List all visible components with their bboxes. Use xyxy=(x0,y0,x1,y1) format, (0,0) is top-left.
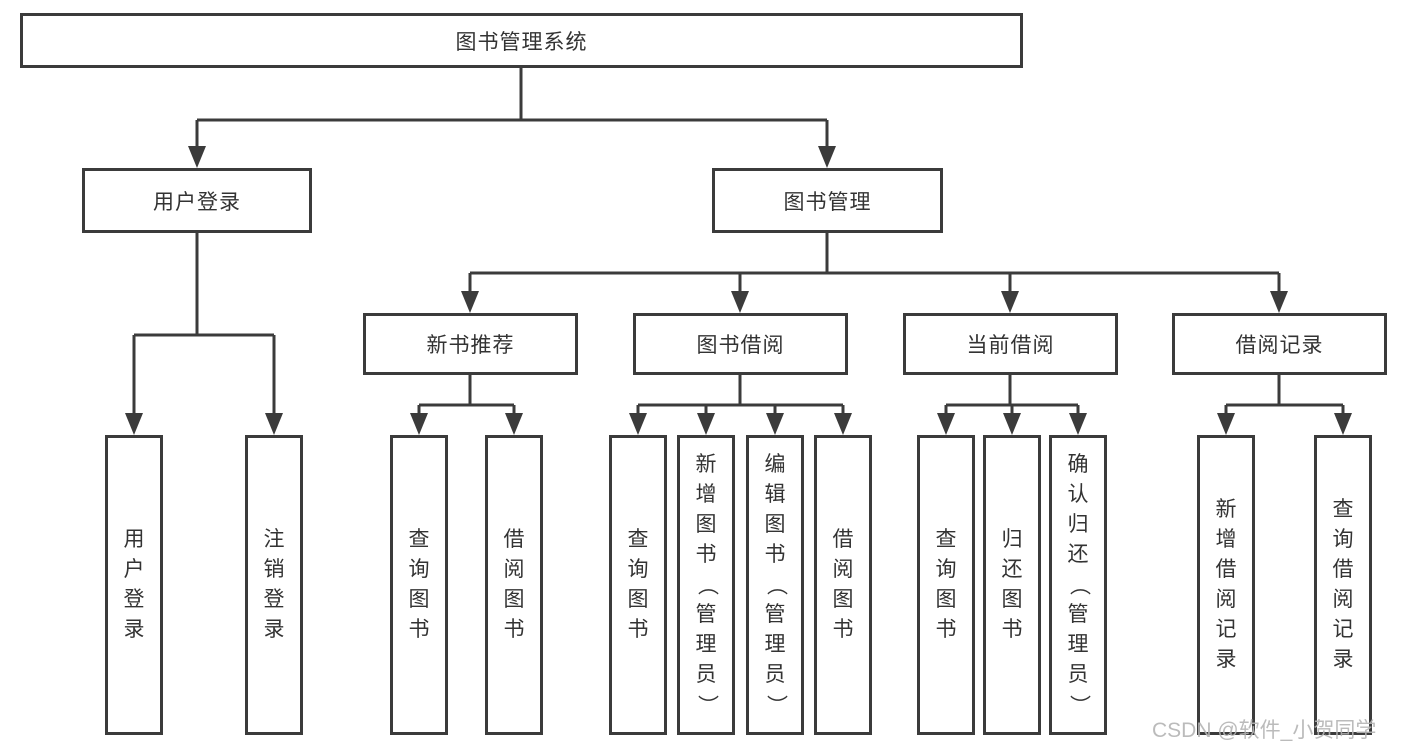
leaf-logout: 注销登录 xyxy=(245,435,303,735)
node-user-login: 用户登录 xyxy=(82,168,312,233)
node-new-book-recommend-label: 新书推荐 xyxy=(426,334,515,357)
leaf-borrow-edit-books-admin: 编辑图书（管理员） xyxy=(746,435,804,735)
leaf-borrow-add-books-admin: 新增图书（管理员） xyxy=(677,435,735,735)
leaf-user-login: 用户登录 xyxy=(105,435,163,735)
node-book-borrow-label: 图书借阅 xyxy=(696,334,785,357)
node-new-book-recommend: 新书推荐 xyxy=(363,313,578,375)
node-user-login-label: 用户登录 xyxy=(153,190,241,214)
node-root-label: 图书管理系统 xyxy=(455,30,588,54)
leaf-current-query-books: 查询图书 xyxy=(917,435,975,735)
node-current-borrow-label: 当前借阅 xyxy=(966,334,1055,357)
leaf-newrec-query-books: 查询图书 xyxy=(390,435,448,735)
leaf-newrec-borrow-books: 借阅图书 xyxy=(485,435,543,735)
node-current-borrow: 当前借阅 xyxy=(903,313,1118,375)
leaf-current-return-books: 归还图书 xyxy=(983,435,1041,735)
leaf-borrow-borrow-books: 借阅图书 xyxy=(814,435,872,735)
leaf-borrow-query-books: 查询图书 xyxy=(609,435,667,735)
node-book-management: 图书管理 xyxy=(712,168,943,233)
node-book-management-label: 图书管理 xyxy=(783,190,872,214)
csdn-watermark: CSDN @软件_小贺同学 xyxy=(1152,719,1377,742)
node-borrow-records: 借阅记录 xyxy=(1172,313,1387,375)
node-book-borrow: 图书借阅 xyxy=(633,313,848,375)
leaf-records-add-record: 新增借阅记录 xyxy=(1197,435,1255,735)
node-borrow-records-label: 借阅记录 xyxy=(1235,334,1324,357)
leaf-current-confirm-return-admin: 确认归还（管理员） xyxy=(1049,435,1107,735)
node-root: 图书管理系统 xyxy=(20,13,1023,68)
leaf-records-query-record: 查询借阅记录 xyxy=(1314,435,1372,735)
